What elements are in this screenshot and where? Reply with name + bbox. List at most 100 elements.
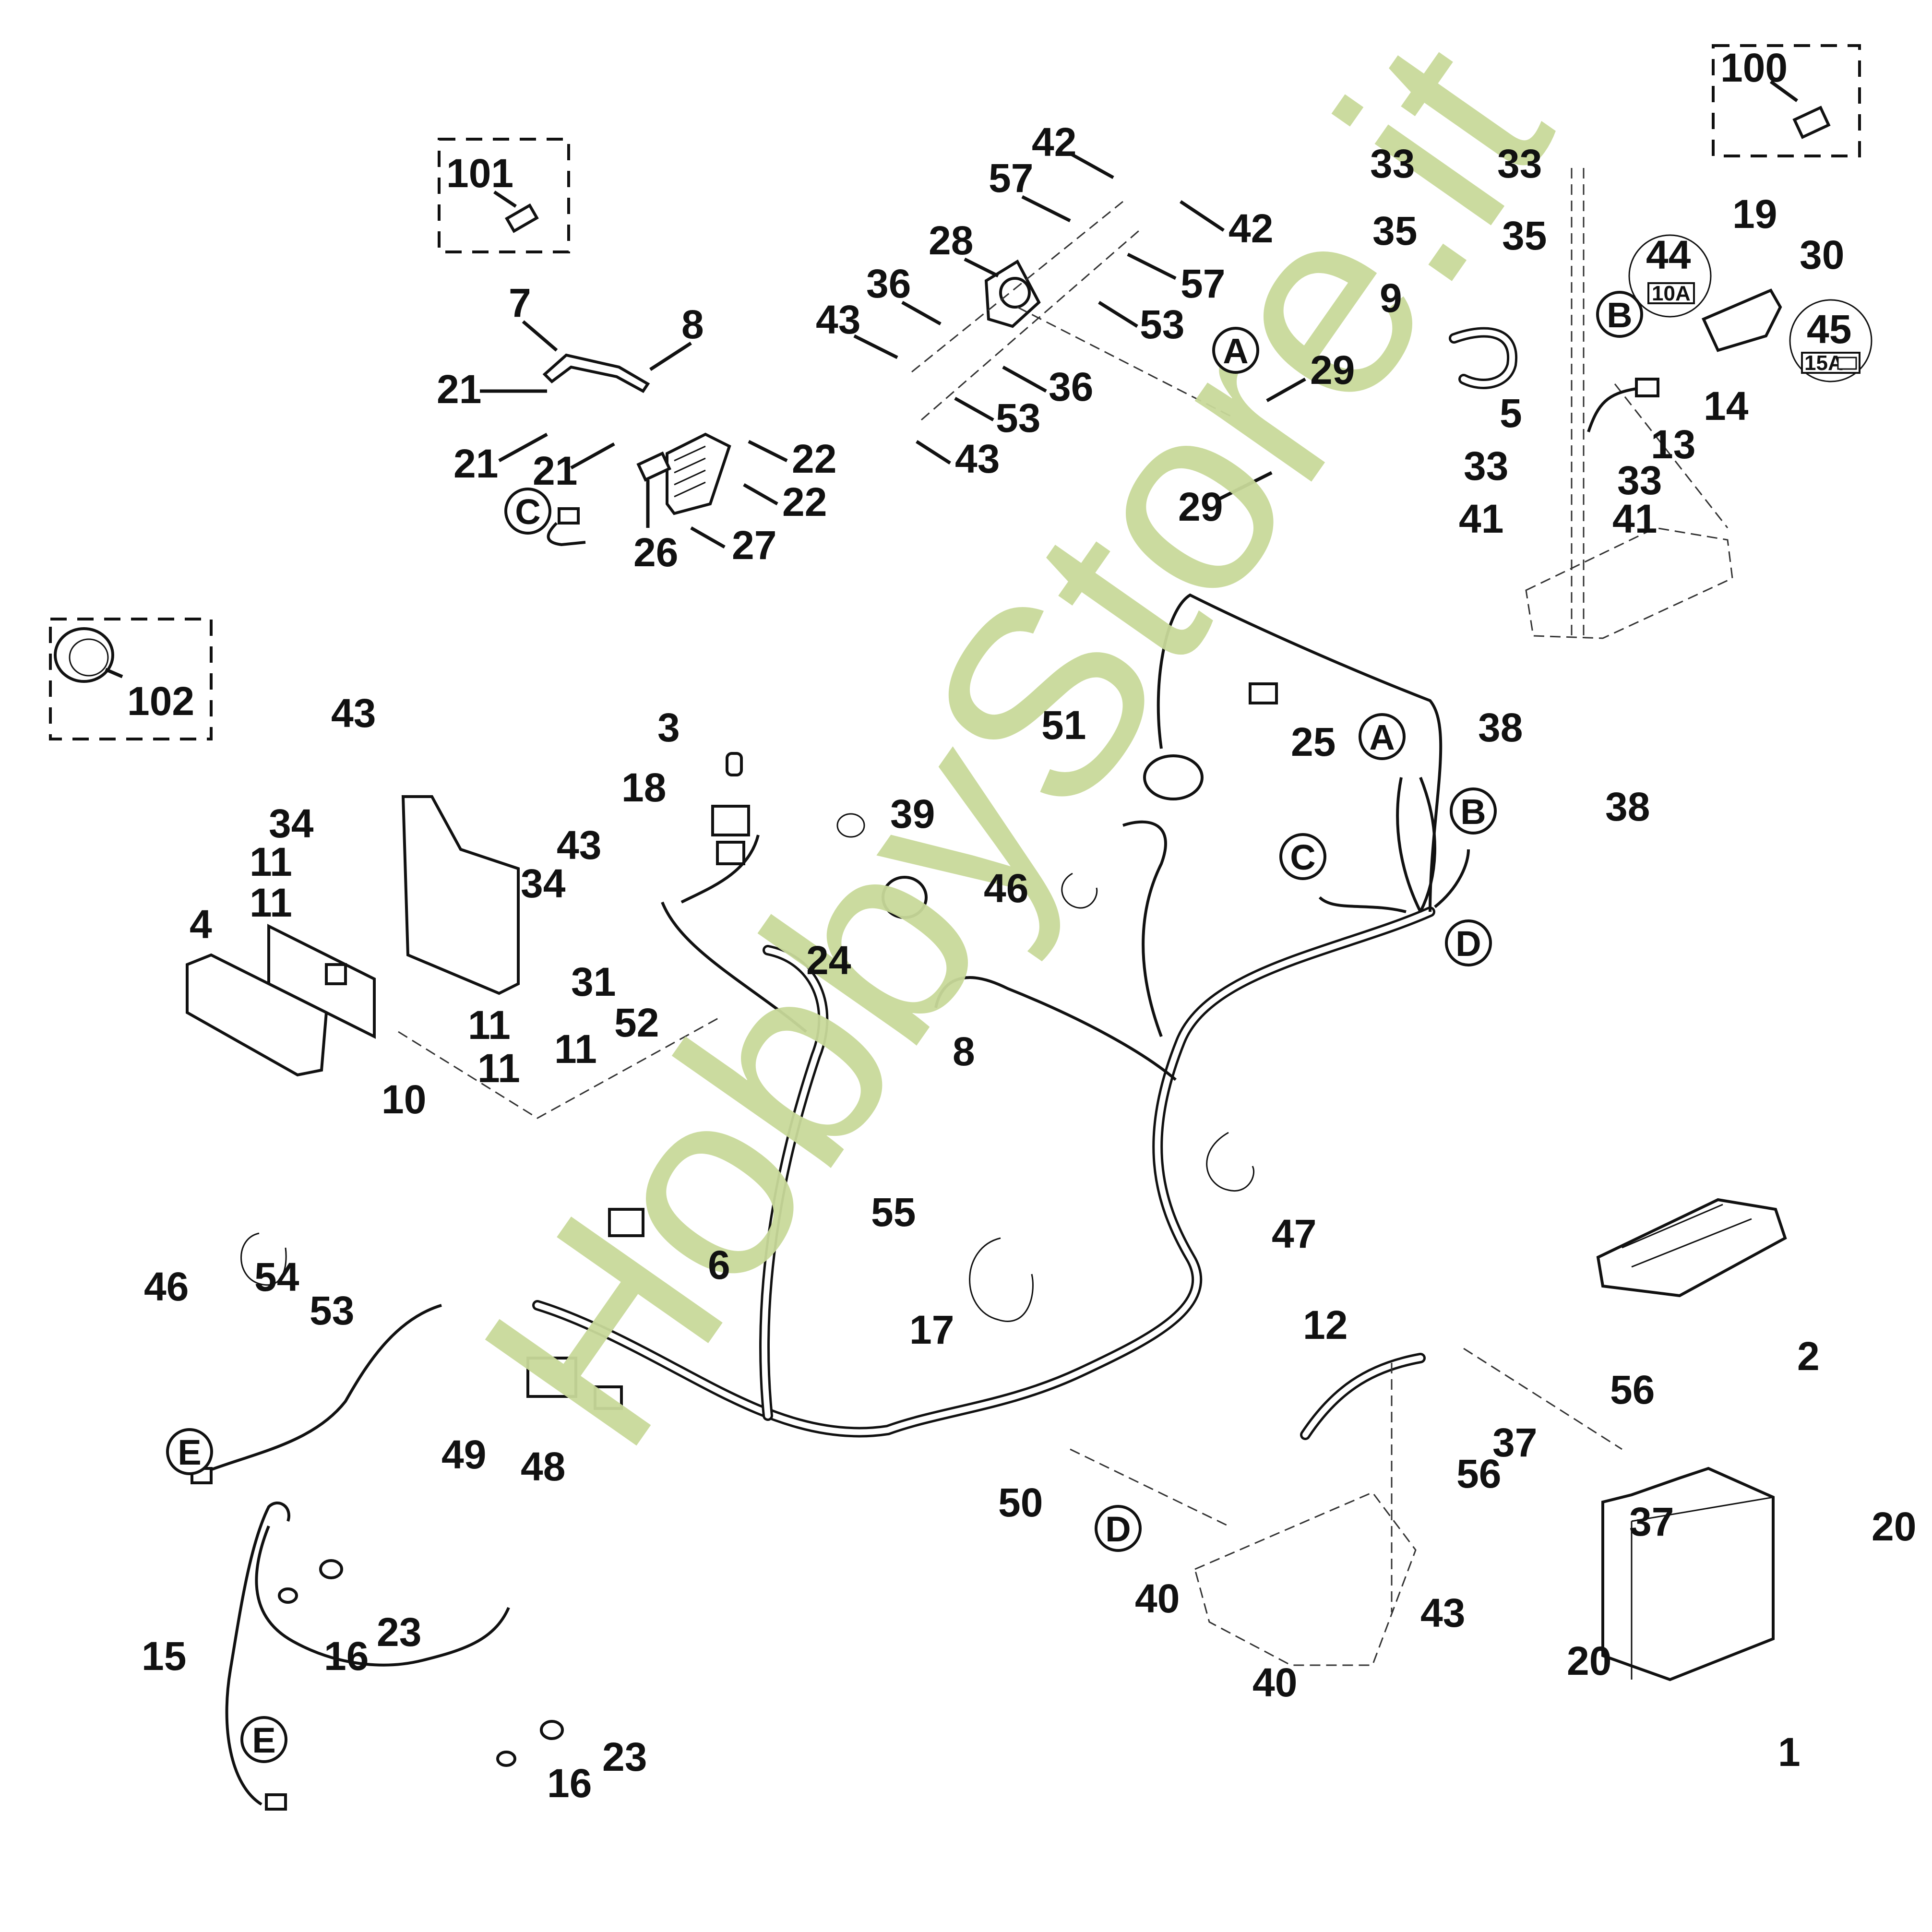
assembly-line-50	[1070, 1448, 1229, 1527]
part-label-46: 46	[984, 866, 1028, 911]
fuse-rating-10a: 10A	[1652, 282, 1691, 305]
part-label-53: 53	[996, 395, 1040, 441]
part-label-57: 57	[989, 155, 1033, 201]
connector-marker-letter: D	[1105, 1509, 1131, 1549]
connector-marker-circle	[1596, 291, 1643, 338]
connector-marker-a: A	[1359, 713, 1406, 760]
connector-c-plug	[558, 507, 580, 525]
part-solenoid-28	[984, 259, 1041, 328]
wire-c-upper	[547, 522, 586, 547]
part-label-6: 6	[708, 1242, 730, 1288]
part-label-40: 40	[1135, 1576, 1180, 1621]
part-label-2: 2	[1797, 1334, 1820, 1379]
part-label-11: 11	[250, 839, 292, 884]
part-label-33: 33	[1464, 443, 1508, 489]
connector-marker-letter: C	[1290, 837, 1315, 877]
connector-marker-a: A	[1212, 327, 1259, 374]
connector-marker-d: D	[1445, 919, 1492, 966]
part-label-46: 46	[144, 1264, 189, 1309]
part-label-11: 11	[554, 1026, 597, 1072]
part-label-52: 52	[614, 1000, 659, 1045]
connector-marker-letter: E	[252, 1720, 275, 1760]
part-horn-51	[1143, 754, 1204, 800]
part-regulator-27	[666, 432, 731, 515]
fuse-callout-45: 45 15A	[1789, 299, 1872, 382]
part-label-43: 43	[1420, 1590, 1465, 1635]
part-lamp-socket-23	[319, 1559, 564, 1740]
part-label-18: 18	[621, 765, 666, 810]
part-label-51: 51	[1041, 703, 1086, 748]
part-label-10: 10	[382, 1077, 426, 1122]
part-label-31: 31	[571, 959, 616, 1004]
part-label-30: 30	[1800, 232, 1844, 277]
part-label-34: 34	[521, 861, 566, 906]
part-cable-12	[1300, 1353, 1426, 1440]
connector-marker-letter: B	[1607, 295, 1632, 335]
part-label-38: 38	[1605, 784, 1650, 829]
part-label-15: 15	[142, 1634, 186, 1679]
part-lamp-harness-15	[225, 1502, 510, 1806]
connector-marker-circle	[1095, 1505, 1142, 1552]
connector-marker-e: E	[166, 1428, 213, 1475]
assembly-lines-28	[911, 201, 1234, 421]
battery-icon	[1837, 357, 1857, 370]
connector-marker-circle	[1450, 787, 1497, 835]
part-tie-55	[969, 1237, 1034, 1322]
label-102: 102	[127, 679, 194, 724]
part-relay-49	[526, 1357, 577, 1398]
connector-marker-circle	[1212, 327, 1259, 374]
part-battery-1	[1601, 1467, 1775, 1682]
label-100: 100	[1720, 45, 1788, 90]
part-label-19: 19	[1732, 191, 1777, 237]
part-label-4: 4	[190, 902, 212, 947]
part-tie-47	[1206, 1132, 1255, 1192]
connector-marker-b: B	[1450, 787, 1497, 835]
part-label-36: 36	[866, 261, 911, 306]
part-label-11: 11	[250, 880, 292, 925]
part-label-21: 21	[533, 448, 577, 493]
part-label-55: 55	[871, 1190, 916, 1235]
part-label-16: 16	[324, 1634, 369, 1679]
label-101: 101	[446, 151, 513, 196]
part-label-35: 35	[1502, 213, 1547, 258]
part-label-1: 1	[1778, 1729, 1801, 1775]
leader-lines	[480, 152, 1306, 549]
assembly-lines-battery	[1571, 168, 1729, 638]
frame-dashed	[1194, 1348, 1622, 1666]
part-label-41: 41	[1612, 496, 1657, 541]
part-label-39: 39	[890, 791, 935, 836]
connector-marker-letter: E	[178, 1432, 201, 1472]
part-label-38: 38	[1478, 705, 1523, 750]
connector-marker-circle	[504, 488, 551, 535]
connector-marker-circle	[1279, 833, 1326, 880]
fuse-rating-15a: 15A	[1804, 351, 1843, 375]
part-label-36: 36	[1049, 364, 1093, 409]
label-45: 45	[1807, 307, 1851, 352]
part-label-27: 27	[732, 523, 776, 568]
connector-marker-b: B	[1596, 291, 1643, 338]
assembly-lines-module	[398, 1016, 720, 1119]
part-label-12: 12	[1303, 1302, 1348, 1348]
part-label-8: 8	[953, 1029, 975, 1074]
part-label-56: 56	[1456, 1451, 1501, 1496]
part-battery-cover-2	[1596, 1198, 1787, 1298]
connector-marker-d: D	[1095, 1505, 1142, 1552]
connector-marker-circle	[1359, 713, 1406, 760]
part-label-28: 28	[929, 218, 973, 263]
part-tie-46-upper	[1061, 872, 1098, 909]
part-label-11: 11	[477, 1046, 520, 1091]
part-relay-25	[1249, 682, 1278, 704]
connector-13	[1635, 378, 1659, 397]
part-battery-cover-dashed	[1525, 527, 1733, 639]
part-switch-101	[505, 203, 539, 233]
part-label-48: 48	[521, 1444, 565, 1489]
part-label-43: 43	[955, 436, 1000, 481]
part-label-22: 22	[792, 436, 836, 481]
part-label-3: 3	[657, 705, 680, 750]
part-label-22: 22	[782, 479, 827, 525]
part-connector-48	[594, 1385, 623, 1410]
part-label-43: 43	[557, 823, 601, 868]
